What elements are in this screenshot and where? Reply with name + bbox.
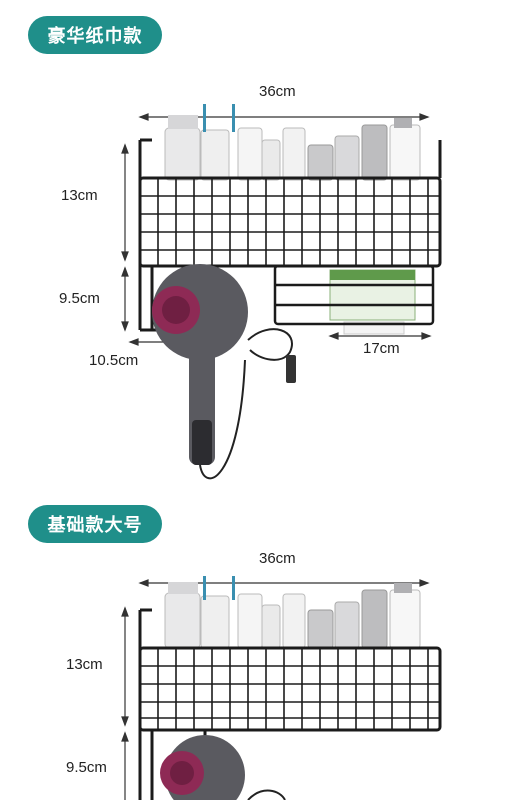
section-deluxe-tissue: 豪华纸巾款 [28, 16, 442, 480]
rack-illustration-2 [121, 576, 442, 800]
dim-height-basket: 13cm [66, 656, 103, 673]
badge-basic-large: 基础款大号 [28, 505, 162, 543]
dim-width-top: 36cm [259, 550, 296, 567]
badge-deluxe-tissue: 豪华纸巾款 [28, 16, 162, 54]
dimension-lines [121, 113, 432, 346]
rack-grid [140, 178, 440, 266]
bottles-and-cups [164, 576, 421, 649]
rack-illustration-1 [121, 104, 442, 480]
hair-dryer [152, 264, 296, 480]
hair-dryer [160, 735, 286, 800]
dim-width-top: 36cm [259, 83, 296, 100]
dim-tissue-width: 17cm [363, 340, 400, 357]
section-basic-large: 基础款大号 [0, 490, 517, 800]
dim-height-lower: 9.5cm [59, 290, 100, 307]
dim-height-lower: 9.5cm [66, 759, 107, 776]
rack-grid [140, 648, 440, 730]
tissue-holder [273, 264, 435, 335]
dim-height-basket: 13cm [61, 187, 98, 204]
bottles-and-cups [164, 104, 421, 181]
dim-depth-dryer: 10.5cm [89, 352, 139, 369]
